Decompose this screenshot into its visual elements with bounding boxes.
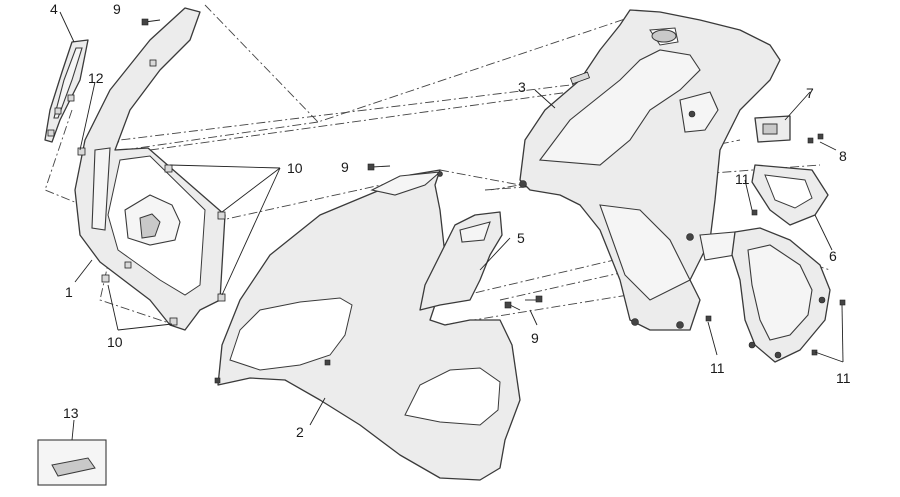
part-13-kit [37,439,107,486]
callout-2: 2 [296,424,304,440]
callout-labels: 4 9 12 1 10 10 9 2 3 5 9 7 8 11 6 11 11 … [50,1,851,440]
part-3-side-fairing [519,9,781,331]
screws [141,18,846,356]
callout-6: 6 [829,248,837,264]
callout-7: 7 [806,85,814,101]
callout-1: 1 [65,284,73,300]
callout-9-middle: 9 [341,159,349,175]
callout-11-top: 11 [735,171,750,187]
callout-9-top: 9 [113,1,121,17]
callout-10-top: 10 [287,160,303,176]
part-2-front-fairing [214,169,521,481]
part-6-small-panel [751,164,829,226]
callout-10-bottom: 10 [107,334,123,350]
callout-8: 8 [839,148,847,164]
callout-5: 5 [517,230,525,246]
callout-4: 4 [50,1,58,17]
callout-11-right: 11 [836,370,851,386]
callout-9-bottom: 9 [531,330,539,346]
part-4-trim-strip [44,39,89,143]
part-1-inner-fairing [74,7,226,331]
callout-13: 13 [63,405,79,421]
part-7-module [679,91,791,143]
callout-3: 3 [518,79,526,95]
part-5-side-panel [419,211,503,311]
lower-side-panel [731,227,831,363]
leader-lines [59,11,844,441]
callout-12: 12 [88,70,104,86]
callout-11-bottom: 11 [710,360,725,376]
